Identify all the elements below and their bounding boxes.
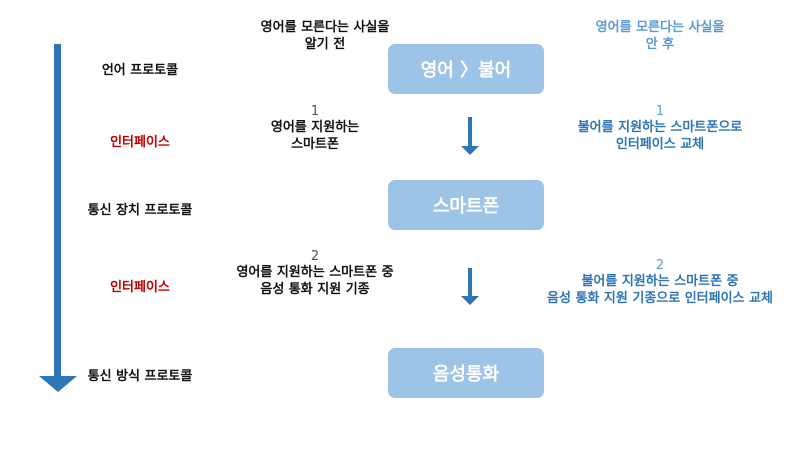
label-language-protocol: 언어 프로토콜: [101, 63, 179, 78]
before-step-2-number: 2: [310, 249, 320, 264]
box-voice-label: 음성통화: [432, 364, 500, 385]
after-step-2-number: 2: [655, 258, 665, 273]
box-language: 영어 〉불어: [388, 44, 544, 94]
before-step-1-line1: 영어를 지원하는: [270, 120, 360, 135]
box-device: 스마트폰: [388, 180, 544, 230]
header-after: 영어를 모른다는 사실을 안 후: [565, 19, 755, 53]
before-step-2-line1: 영어를 지원하는 스마트폰 중: [236, 265, 394, 280]
box-voice: 음성통화: [388, 348, 544, 398]
header-before: 영어를 모른다는 사실을 알기 전: [230, 19, 420, 53]
after-step-2: 2 불어를 지원하는 스마트폰 중 음성 통화 지원 기종으로 인터페이스 교체: [520, 258, 800, 307]
after-step-1-line2: 인터페이스 교체: [615, 137, 705, 152]
label-interface-2: 인터페이스: [110, 280, 170, 295]
after-step-1-number: 1: [655, 104, 665, 119]
header-after-line2: 안 후: [645, 37, 675, 52]
arrow-2-shaft: [468, 268, 472, 297]
after-step-2-line2: 음성 통화 지원 기종으로 인터페이스 교체: [547, 291, 773, 306]
box-device-label: 스마트폰: [432, 196, 500, 217]
before-step-1-number: 1: [310, 104, 320, 119]
after-step-1: 1 불어를 지원하는 스마트폰으로 인터페이스 교체: [555, 104, 765, 153]
arrow-1-head: [461, 146, 479, 155]
arrow-2-head: [461, 296, 479, 305]
arrow-1-shaft: [468, 117, 472, 147]
header-before-line1: 영어를 모른다는 사실을: [260, 20, 390, 35]
flow-arrow-shaft: [54, 44, 61, 378]
label-method-protocol: 통신 방식 프로토콜: [87, 369, 193, 384]
label-device-protocol: 통신 장치 프로토콜: [87, 203, 193, 218]
after-step-2-line1: 불어를 지원하는 스마트폰 중: [581, 274, 739, 289]
box-language-label: 영어 〉불어: [420, 60, 512, 81]
before-step-2-line2: 음성 통화 지원 기종: [260, 282, 370, 297]
after-step-1-line1: 불어를 지원하는 스마트폰으로: [577, 120, 743, 135]
header-after-line1: 영어를 모른다는 사실을: [595, 20, 725, 35]
before-step-1: 1 영어를 지원하는 스마트폰: [220, 104, 410, 153]
flow-arrow-head: [39, 376, 77, 392]
before-step-1-line2: 스마트폰: [291, 137, 339, 152]
label-interface-1: 인터페이스: [110, 135, 170, 150]
before-step-2: 2 영어를 지원하는 스마트폰 중 음성 통화 지원 기종: [215, 249, 415, 298]
header-before-line2: 알기 전: [304, 37, 346, 52]
